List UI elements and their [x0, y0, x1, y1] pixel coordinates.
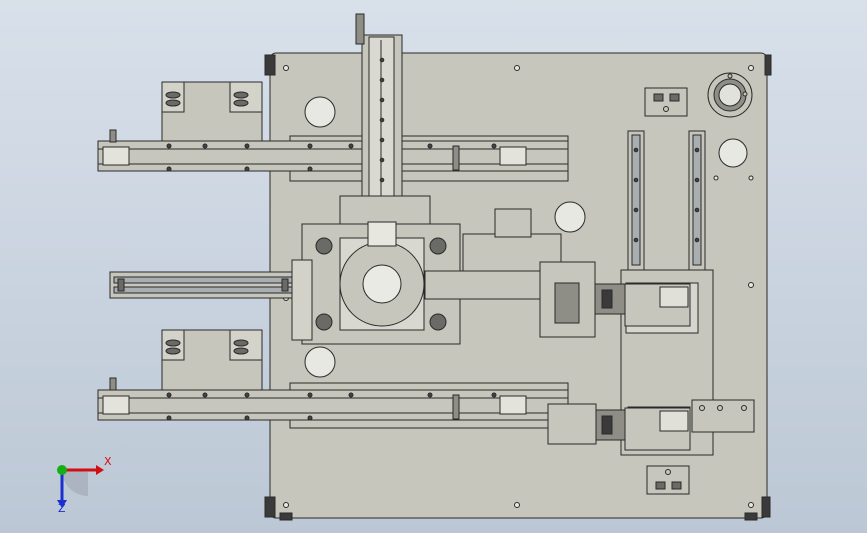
bearing-housing [707, 72, 753, 118]
horizontal-cylinder [109, 271, 296, 299]
side-mount-block [691, 399, 755, 433]
x-axis-label: X [104, 455, 112, 468]
linear-rail-right [688, 130, 706, 272]
upper-slide-assembly [97, 129, 569, 182]
lower-slide-assembly [97, 377, 569, 429]
axis-triad-icon [57, 465, 104, 508]
z-axis-label: Z [58, 502, 66, 515]
lower-bracket [161, 329, 263, 391]
coordinate-triad: X Z [46, 452, 126, 522]
vertical-slide [339, 13, 431, 225]
mount-block-bottom [646, 465, 690, 495]
gripper-module-lower [547, 403, 691, 451]
gripper-arm [424, 208, 596, 338]
mount-block-top [644, 87, 688, 117]
plate-holes [283, 65, 754, 508]
fastener-pattern [166, 57, 700, 421]
upper-bracket [161, 81, 263, 143]
gripper-module-upper [594, 283, 691, 327]
